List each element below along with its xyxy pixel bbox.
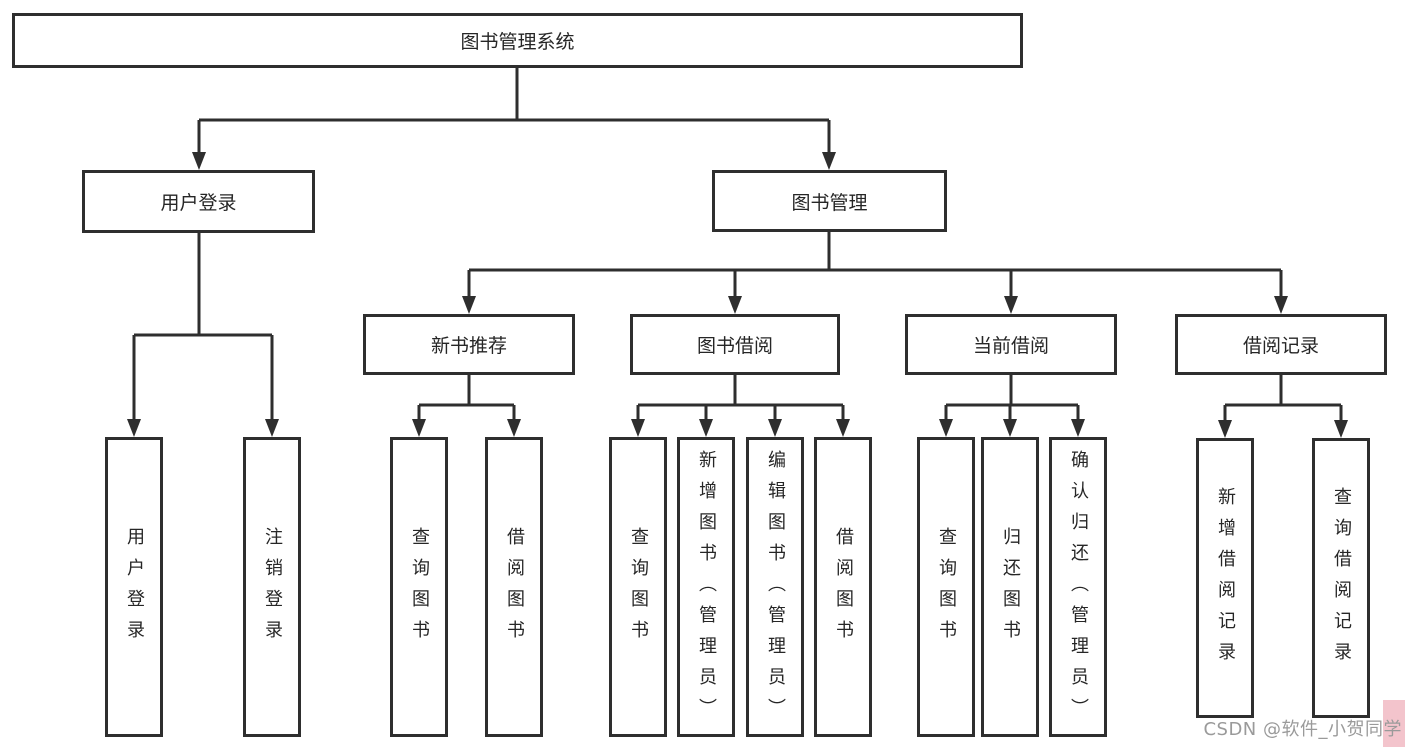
csdn-watermark: CSDN @软件_小贺同学 <box>1203 719 1402 740</box>
leaf-query-books-3: 查询图书 <box>917 437 975 737</box>
node-borrow-records: 借阅记录 <box>1175 314 1387 375</box>
arrowhead-icons <box>127 152 1348 438</box>
leaf-user-login: 用户登录 <box>105 437 163 737</box>
leaf-query-books-1: 查询图书 <box>390 437 448 737</box>
node-book-borrow: 图书借阅 <box>630 314 840 375</box>
node-book-management: 图书管理 <box>712 170 947 232</box>
node-new-book-recommend: 新书推荐 <box>363 314 575 375</box>
watermark-highlight <box>1383 700 1405 747</box>
leaf-confirm-return-admin: 确认归还（管理员） <box>1049 437 1107 737</box>
leaf-query-borrow-record: 查询借阅记录 <box>1312 438 1370 718</box>
node-user-login: 用户登录 <box>82 170 315 233</box>
leaf-borrow-books-1: 借阅图书 <box>485 437 543 737</box>
leaf-query-books-2: 查询图书 <box>609 437 667 737</box>
leaf-add-books-admin: 新增图书（管理员） <box>677 437 735 737</box>
leaf-logout: 注销登录 <box>243 437 301 737</box>
node-current-borrow: 当前借阅 <box>905 314 1117 375</box>
leaf-add-borrow-record: 新增借阅记录 <box>1196 438 1254 718</box>
leaf-return-books: 归还图书 <box>981 437 1039 737</box>
leaf-borrow-books-2: 借阅图书 <box>814 437 872 737</box>
node-root-system: 图书管理系统 <box>12 13 1023 68</box>
leaf-edit-books-admin: 编辑图书（管理员） <box>746 437 804 737</box>
